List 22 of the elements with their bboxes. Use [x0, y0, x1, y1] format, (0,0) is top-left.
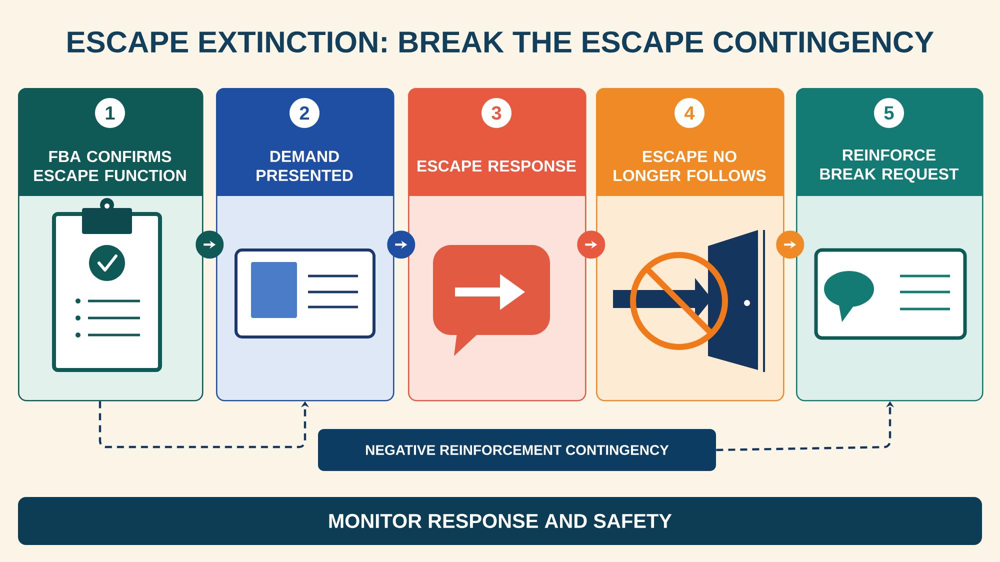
number-badge: 3: [482, 98, 512, 128]
step-heading: DEMAND PRESENTED: [256, 150, 353, 182]
arrow-circle: [577, 230, 606, 259]
number-badge: 1: [95, 98, 125, 128]
step-card: [216, 88, 394, 402]
arrow-circle: [776, 230, 804, 259]
step-heading: REINFORCE BREAK REQUEST: [820, 149, 959, 183]
number-badge: 2: [290, 98, 320, 128]
arrow-circle: [196, 230, 224, 259]
step-heading: ESCAPE NO LONGER FOLLOWS: [614, 150, 766, 182]
step-heading: FBA CONFIRMS ESCAPE FUNCTION: [34, 150, 186, 182]
arrow-circle: [387, 230, 416, 259]
title: ESCAPE EXTINCTION: BREAK THE ESCAPE CONTINGENCY: [68, 31, 934, 53]
step-card: [596, 88, 784, 402]
step-card: [796, 88, 984, 402]
contingency-box: NEGATIVE REINFORCEMENT CONTINGENCY: [318, 429, 716, 471]
number-badge: 5: [874, 98, 904, 128]
number-badge: 4: [674, 98, 705, 128]
step-card: [18, 88, 204, 402]
step-card: [408, 88, 586, 402]
step-heading: ESCAPE RESPONSE: [418, 160, 576, 172]
monitor-bar: MONITOR RESPONSE AND SAFETY: [18, 497, 982, 545]
